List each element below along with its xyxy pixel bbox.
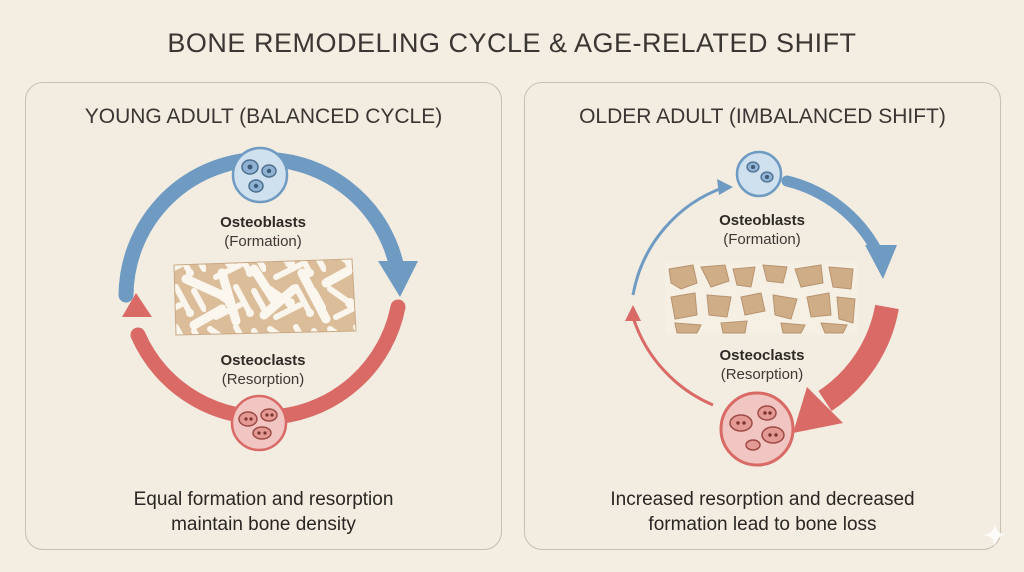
formation-arrow-head: [378, 261, 418, 297]
osteoblasts-label: Osteoblasts (Formation): [719, 212, 805, 248]
older-adult-title: OLDER ADULT (IMBALANCED SHIFT): [579, 105, 946, 128]
resorption-arrow-head-small: [625, 305, 641, 321]
imbalanced-cycle-diagram: [625, 150, 899, 467]
formation-arrow-head: [865, 245, 897, 279]
osteoclasts-label: Osteoclasts (Resorption): [719, 347, 805, 383]
osteoblast-cell-cluster: [231, 146, 289, 204]
balanced-cycle-diagram: [118, 146, 418, 452]
porous-bone-tissue: [665, 263, 857, 335]
page-title: BONE REMODELING CYCLE & AGE-RELATED SHIF…: [167, 28, 857, 58]
young-adult-caption: Equal formation and resorption maintain …: [133, 489, 394, 535]
formation-arrow-head-small: [717, 179, 733, 195]
osteoclasts-label: Osteoclasts (Resorption): [220, 352, 306, 388]
resorption-arrow-head: [122, 293, 152, 317]
resorption-arrow: [818, 304, 899, 412]
osteoblast-cell-cluster: [735, 150, 783, 198]
osteoblasts-label: Osteoblasts (Formation): [220, 214, 306, 250]
sparkle-icon: [983, 523, 1007, 547]
older-adult-caption: Increased resorption and decreased forma…: [610, 489, 915, 535]
older-adult-panel: OLDER ADULT (IMBALANCED SHIFT): [524, 82, 1001, 550]
osteoclast-cell-cluster: [230, 394, 288, 452]
formation-arrow: [631, 185, 726, 296]
young-adult-panel: YOUNG ADULT (BALANCED CYCLE): [25, 82, 502, 550]
dense-bone-tissue: [173, 258, 357, 336]
young-adult-title: YOUNG ADULT (BALANCED CYCLE): [84, 105, 443, 128]
resorption-arrow-head: [793, 387, 843, 433]
osteoclast-cell-cluster: [719, 391, 795, 467]
